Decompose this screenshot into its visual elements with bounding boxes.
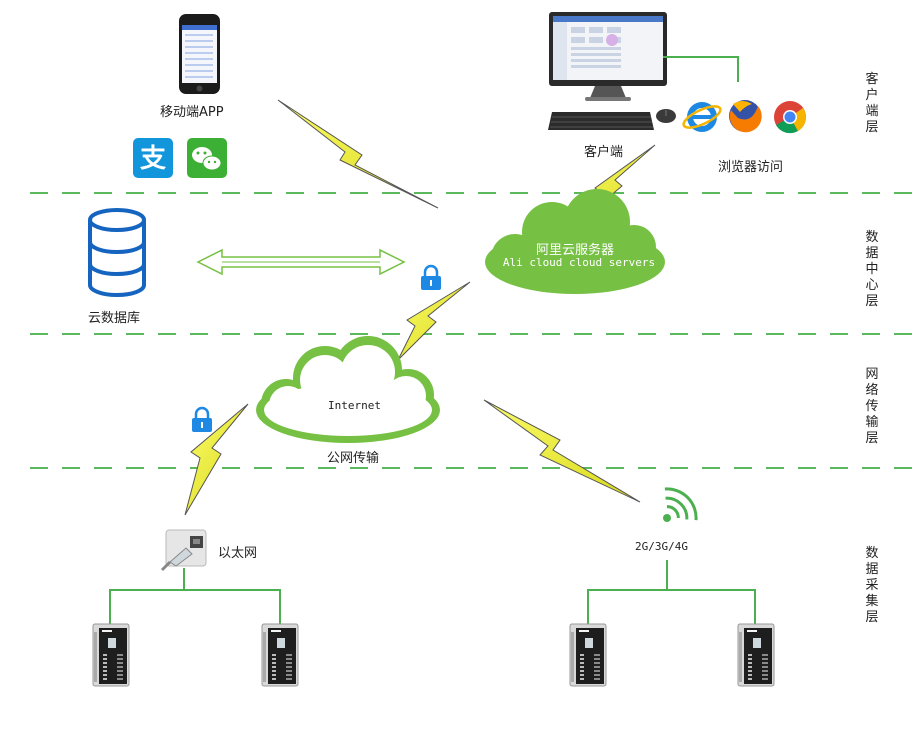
layer-label-datacenter: 数据中心层 [865, 230, 879, 309]
internet-label: Internet [328, 399, 381, 412]
client-label: 客户端 [584, 145, 624, 160]
lightning-links [184, 99, 656, 516]
public-net-label: 公网传输 [327, 451, 380, 466]
layer-label-client: 客户端层 [865, 72, 879, 135]
svg-text:支: 支 [140, 144, 166, 174]
db-cloud-arrow [196, 248, 406, 276]
bolt-mobile-cloud [277, 99, 439, 209]
mobile-app-label: 移动端APP [160, 105, 224, 120]
keyboard-icon [548, 112, 654, 130]
monitor-connector [663, 56, 739, 82]
ali-cloud-en-label: Ali cloud cloud servers [502, 256, 656, 269]
acquisition-device-icon [92, 623, 130, 687]
acquisition-device-icon [737, 623, 775, 687]
wechat-icon [187, 138, 227, 178]
cellular-label: 2G/3G/4G [635, 540, 688, 553]
ali-cloud-shape [485, 189, 665, 294]
database-icon [88, 208, 146, 297]
layer-separators [30, 192, 923, 469]
chrome-icon [774, 101, 807, 134]
padlock-icon [192, 406, 212, 432]
internet-explorer-icon [682, 102, 722, 132]
bolt-internet-cellular [483, 399, 641, 503]
acquisition-device-icon [569, 623, 607, 687]
alipay-icon: 支 [133, 138, 173, 178]
padlock-icon [421, 264, 441, 290]
ethernet-port-icon [160, 529, 207, 572]
internet-cloud-shape [256, 336, 440, 443]
smartphone-icon [179, 14, 220, 94]
cloud-db-label: 云数据库 [88, 311, 141, 326]
desktop-monitor-icon [549, 12, 667, 101]
bolt-cloud-internet [397, 281, 471, 361]
ethernet-label: 以太网 [218, 546, 258, 561]
device-connectors [109, 560, 756, 624]
acquisition-device-icon [261, 623, 299, 687]
ali-cloud-label: 阿里云服务器 [535, 243, 614, 258]
wireless-signal-icon [663, 487, 698, 522]
layer-label-acquisition: 数据采集层 [865, 546, 879, 625]
firefox-icon [729, 100, 762, 133]
bolt-internet-ethernet [184, 403, 249, 516]
browser-label: 浏览器访问 [718, 160, 784, 175]
mouse-icon [656, 109, 676, 123]
layer-label-network: 网络传输层 [865, 367, 879, 446]
acquisition-devices [92, 623, 775, 687]
